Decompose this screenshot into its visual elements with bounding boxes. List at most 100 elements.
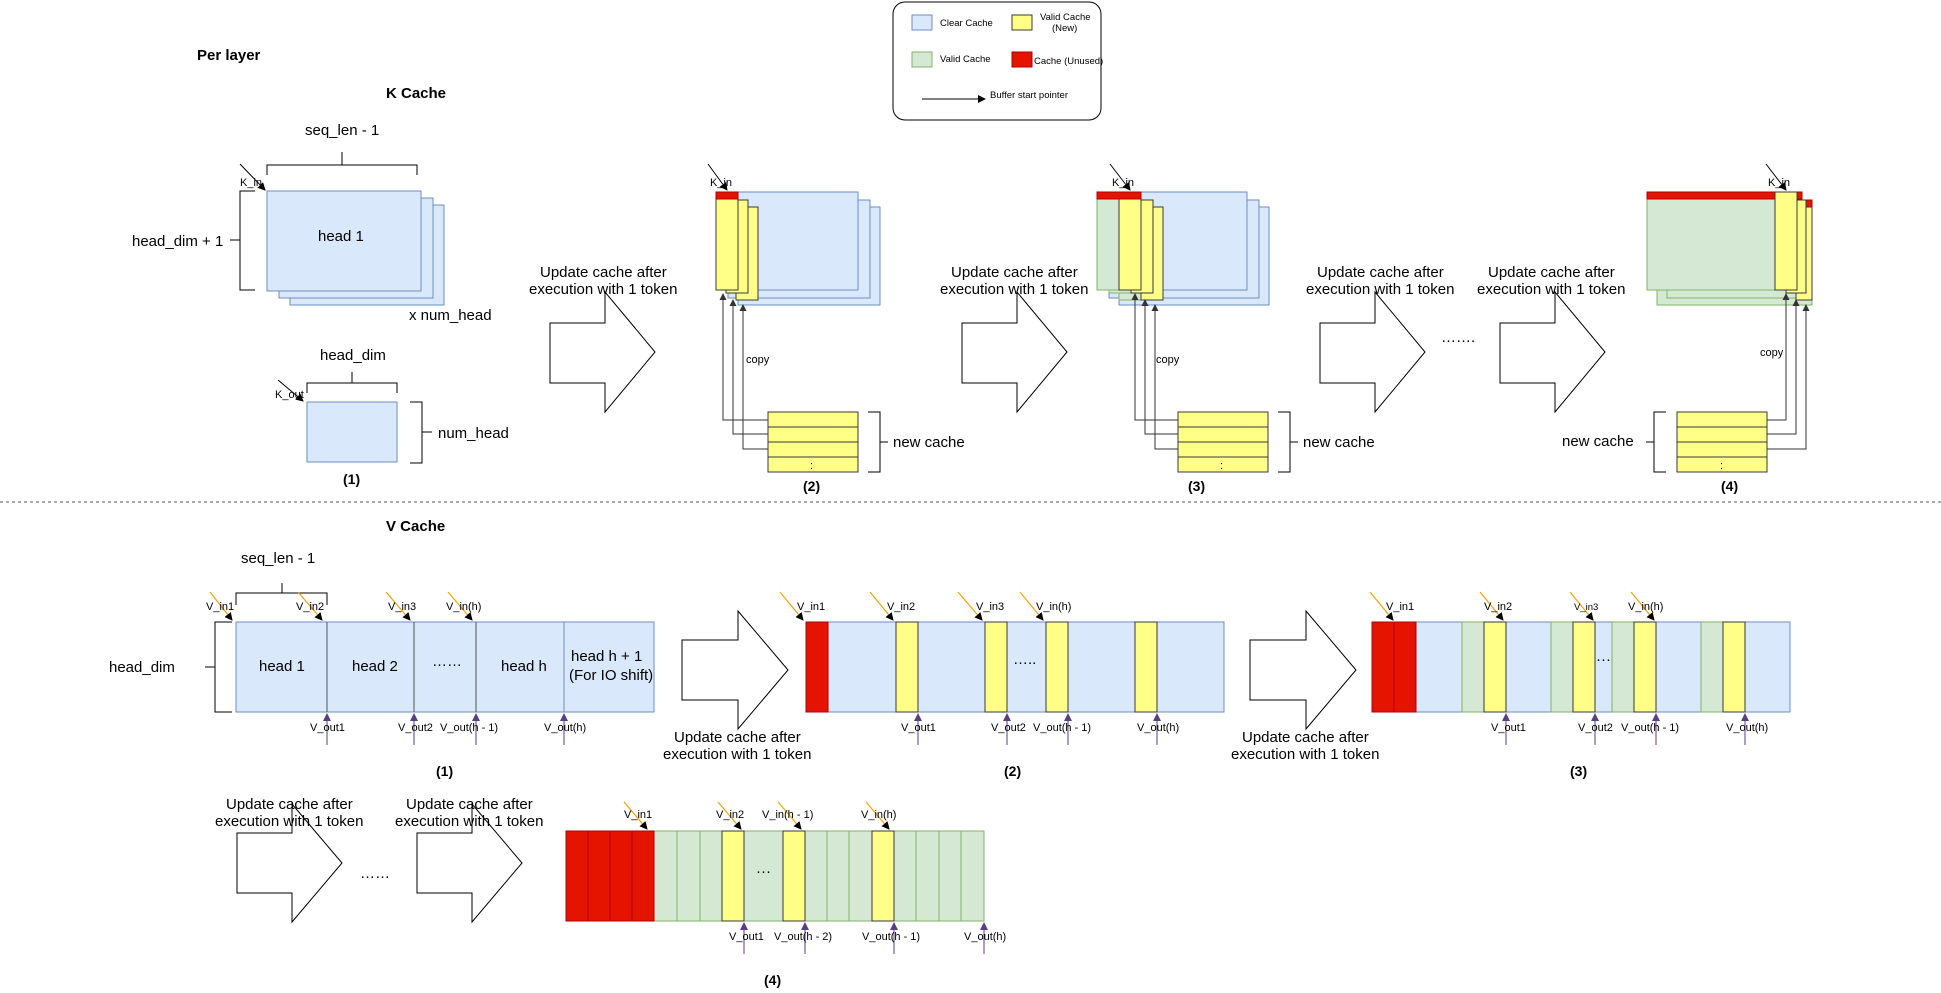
diagram-shape [984, 621, 1008, 713]
diagram-shape [729, 299, 768, 435]
diagram-label: new cache [1562, 433, 1634, 450]
diagram-shape [805, 621, 829, 713]
diagram-shape [721, 830, 745, 922]
diagram-label: Update cache after [1488, 264, 1615, 281]
diagram-shape [1045, 621, 1069, 713]
block-arrow [236, 802, 343, 924]
diagram-label: : [1720, 460, 1723, 472]
diagram-shape [209, 591, 233, 621]
block-arrow [1319, 290, 1426, 414]
k-head-dim-out-brace [306, 372, 398, 393]
diagram-shape [587, 830, 611, 922]
diagram-label: V_in2 [296, 601, 324, 613]
diagram-shape [1774, 191, 1798, 291]
diagram-label: copy [1760, 347, 1784, 359]
diagram-label: Update cache after [540, 264, 667, 281]
block-arrow [961, 290, 1068, 414]
diagram-label: execution with 1 token [529, 281, 677, 298]
k-head-dim-label: head_dim [320, 347, 386, 364]
legend-swatch-valid [911, 51, 933, 68]
k-head1-label: head 1 [318, 228, 364, 245]
v-cache-stage-1: head 1 head 2 …… head h head h + 1 (For … [109, 550, 655, 779]
diagram-shape [719, 293, 768, 421]
diagram-shape [1141, 299, 1178, 435]
diagram-label: V_out2 [1578, 722, 1613, 734]
diagram-label: V_out(h) [544, 722, 586, 734]
diagram-label: Update cache after [1317, 264, 1444, 281]
diagram-label: (1) [436, 763, 453, 779]
diagram-shape [715, 191, 739, 291]
diagram-label: V_in1 [1386, 601, 1414, 613]
legend-swatch-clear [911, 14, 933, 31]
diagram-shape [782, 830, 806, 922]
diagram-label: V_out1 [729, 931, 764, 943]
v-cache-stage-4: ··· V_in1 V_in2 V_in(h - 1) V_in(h) V_ou… [565, 801, 1006, 988]
k-head-dim-plus-label: head_dim + 1 [132, 233, 223, 250]
diagram-label: V_out(h) [964, 931, 1006, 943]
k-cache-stage-4: K_in : copy new cache (4) [1562, 163, 1813, 494]
diagram-shape [235, 583, 328, 605]
k-cache-stage-3: K_in : copy new cache (3) [1096, 163, 1375, 494]
v-cache-title: V Cache [386, 518, 445, 535]
diagram-shape [1393, 621, 1417, 713]
diagram-shape [266, 190, 422, 292]
diagram-label: V_in(h) [1036, 601, 1071, 613]
block-arrow [416, 802, 523, 924]
diagram-shape [1572, 621, 1596, 713]
k-num-head-brace [410, 401, 432, 464]
diagram-label: head h [501, 658, 547, 675]
diagram-shape [1019, 591, 1044, 621]
diagram-shape [1722, 621, 1746, 713]
diagram-label: execution with 1 token [940, 281, 1088, 298]
diagram-shape [1569, 591, 1594, 621]
diagram-label: Update cache after [226, 796, 353, 813]
diagram-label: K_in [1768, 177, 1790, 189]
diagram-shape [447, 591, 473, 621]
diagram-shape [957, 591, 983, 621]
diagram-label: (3) [1188, 478, 1205, 494]
block-arrow [681, 609, 789, 731]
diagram-label: execution with 1 token [1477, 281, 1625, 298]
diagram-label: V_in(h) [446, 601, 481, 613]
diagram-shape [1131, 293, 1178, 421]
diagram-shape [1767, 299, 1800, 435]
k-update-arrows: Update cache after execution with 1 toke… [529, 264, 1625, 414]
legend-swatch-unused [1011, 51, 1033, 68]
diagram-shape [1700, 621, 1724, 713]
diagram-label: K_in [710, 177, 732, 189]
per-layer-title: Per layer [197, 47, 261, 64]
diagram-label: V_out(h - 1) [1621, 722, 1679, 734]
diagram-shape [385, 591, 411, 621]
diagram-label: V_in3 [1574, 602, 1598, 613]
diagram-label: V_out2 [398, 722, 433, 734]
diagram-label: (2) [1004, 763, 1021, 779]
diagram-label: V_in1 [624, 809, 652, 821]
diagram-label: …… [432, 653, 462, 670]
diagram-shape [1278, 411, 1298, 473]
diagram-shape [868, 411, 888, 473]
diagram-shape [1109, 163, 1131, 191]
diagram-label: Update cache after [674, 729, 801, 746]
diagram-shape [1134, 621, 1158, 713]
k-out-label: K_out [275, 389, 304, 401]
diagram-label: V_in3 [388, 601, 416, 613]
diagram-label: V_out(h - 2) [774, 931, 832, 943]
diagram-shape [1646, 411, 1666, 473]
diagram-label: (4) [1721, 478, 1738, 494]
diagram-label: execution with 1 token [663, 746, 811, 763]
v-cache-stage-3: ··· V_in1 V_in2 V_in3 V_in(h) V_out1 V_o… [1369, 591, 1791, 779]
diagram-shape [1461, 621, 1485, 713]
legend-valid-new-label: Valid Cache [1040, 12, 1091, 23]
k-cache-stage-1: head 1 seq_len - 1 head_dim + 1 x num_he… [132, 122, 509, 487]
diagram-label: V_in2 [716, 809, 744, 821]
diagram-shape [235, 621, 655, 713]
diagram-label: new cache [893, 434, 965, 451]
diagram-label: : [1220, 460, 1223, 472]
diagram-label: execution with 1 token [1306, 281, 1454, 298]
diagram-label: V_out(h) [1137, 722, 1179, 734]
diagram-shape [1630, 591, 1655, 621]
k-head-dim-brace [230, 190, 255, 291]
diagram-label: new cache [1303, 434, 1375, 451]
legend-swatch-valid-new [1011, 14, 1033, 31]
diagram-shape [865, 801, 890, 830]
